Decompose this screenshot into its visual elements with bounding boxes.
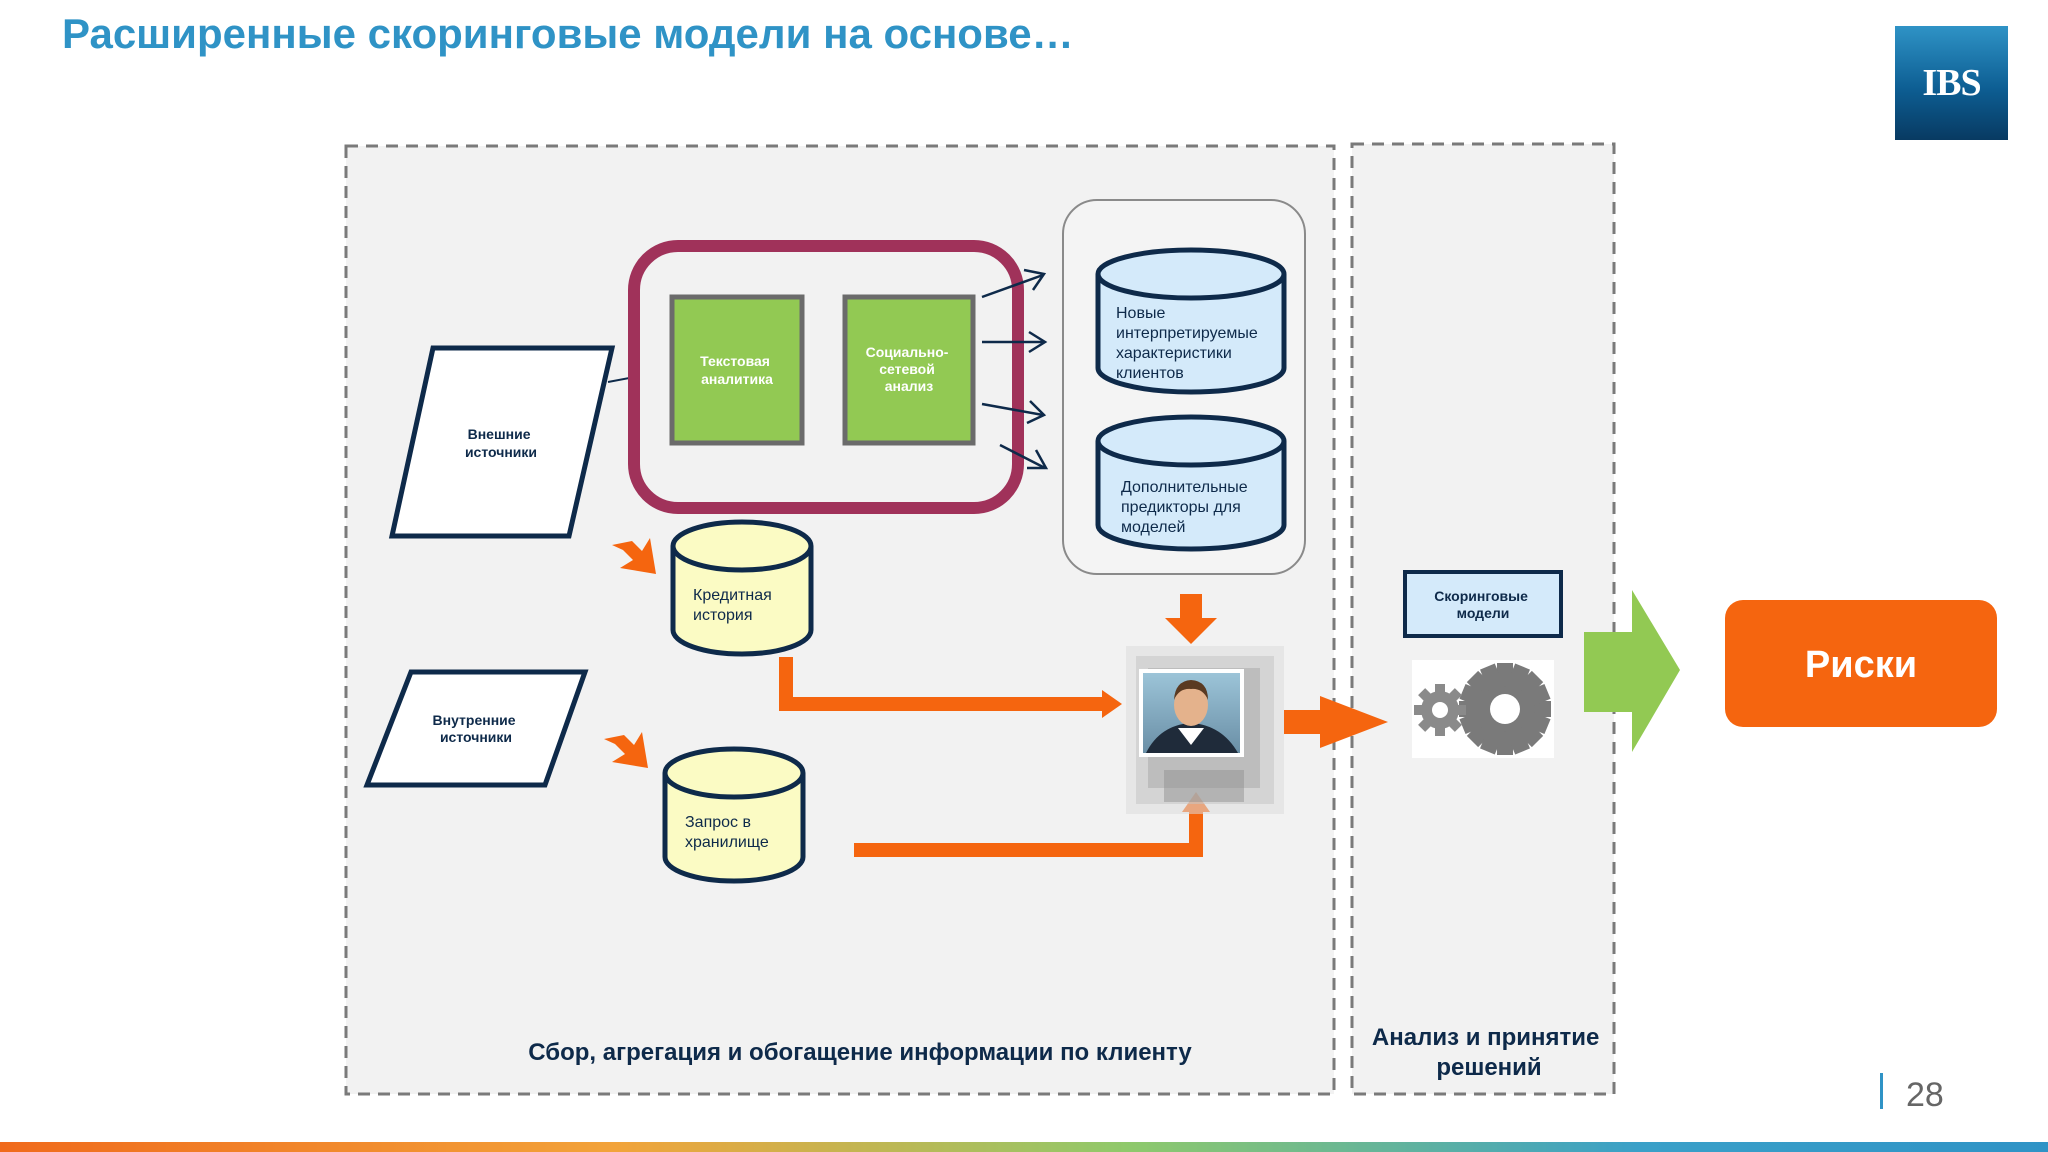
external-sources-line2: источники: [465, 444, 537, 460]
svg-text:Скоринговые модели: Скоринговые модели: [1434, 588, 1532, 621]
svg-text:Дополнительные предиктор: Дополнительные предикторы для моделей: [1121, 479, 1252, 536]
orange-arrow-internal-to-warehouse: [604, 732, 648, 768]
orange-arrowhead-credit: [1102, 690, 1122, 718]
risks-box: Риски: [1725, 600, 1997, 727]
orange-arrow-warehouse-to-client: [854, 808, 1203, 857]
gears-icon: [1412, 660, 1554, 758]
page-number: 28: [1906, 1076, 1944, 1114]
person-photo-icon: [1139, 669, 1244, 757]
orange-arrow-client-to-gears: [1284, 696, 1388, 748]
analytics-to-db-arrows: [981, 268, 1049, 470]
svg-text:Внешние источники: Внешние источники: [465, 426, 537, 460]
green-arrow-to-risks: [1584, 590, 1680, 752]
db-new-features-line2: интерпретируемые: [1116, 325, 1258, 342]
svg-text:Кредитная история: Кредитная история: [693, 587, 776, 624]
ibs-logo: IBS: [1895, 26, 2008, 140]
db-extra-predictors-line1: Дополнительные: [1121, 479, 1248, 496]
svg-text:Запрос в хранилище: Запрос в хранилище: [685, 814, 769, 851]
text-analytics-line2: аналитика: [701, 371, 773, 387]
logo-text: IBS: [1922, 62, 1981, 104]
analysis-section-caption-line2: решений: [1436, 1054, 1541, 1081]
scoring-models-box: Скоринговые модели: [1403, 570, 1563, 638]
svg-text:Текстовая аналитика: Текстовая аналитика: [700, 353, 774, 387]
db-new-features-line3: характеристики: [1116, 345, 1232, 362]
db-extra-predictors: Дополнительные предикторы для моделей: [1095, 414, 1287, 552]
scoring-models-line1: Скоринговые: [1434, 588, 1528, 604]
client-photo-area: [1126, 646, 1284, 814]
db-credit-history-line1: Кредитная: [693, 587, 772, 604]
svg-text:Анализ и принятие решений: Анализ и принятие решений: [1372, 1024, 1606, 1081]
db-new-features-line4: клиентов: [1116, 365, 1184, 382]
internal-sources-line2: источники: [440, 729, 512, 745]
db-new-features-line1: Новые: [1116, 305, 1165, 322]
text-analytics-line1: Текстовая: [700, 353, 770, 369]
internal-sources-line1: Внутренние: [433, 712, 516, 728]
footer-color-bar: [0, 1142, 2048, 1152]
db-extra-predictors-line3: моделей: [1121, 519, 1185, 536]
social-analysis-line3: анализ: [885, 378, 934, 394]
svg-text:Внутренние источники: Внутренние источники: [433, 712, 520, 745]
orange-arrow-external-to-credit: [612, 538, 656, 574]
db-extra-predictors-line2: предикторы для: [1121, 499, 1241, 516]
social-analysis-line1: Социально-: [866, 344, 949, 360]
page-number-separator: [1880, 1073, 1883, 1109]
collect-section-caption: Сбор, агрегация и обогащение информации …: [528, 1039, 1192, 1066]
slide-title: Расширенные скоринговые модели на основе…: [62, 10, 1074, 57]
social-analysis-box: Социально- сетевой анализ: [842, 294, 976, 446]
scoring-models-line2: модели: [1457, 605, 1510, 621]
db-credit-history-line2: история: [693, 607, 752, 624]
external-sources-line1: Внешние: [468, 426, 531, 442]
svg-text:Новые интерпретируемые: Новые интерпретируемые характеристики кл…: [1116, 305, 1262, 382]
risks-label: Риски: [1805, 644, 1917, 686]
db-warehouse-query: Запрос в хранилище: [662, 746, 806, 884]
orange-arrow-credit-to-client: [779, 657, 1105, 711]
internal-sources-shape: Внутренние источники: [363, 669, 589, 788]
external-sources-shape: Внешние источники: [388, 345, 616, 539]
social-analysis-line2: сетевой: [879, 361, 935, 377]
text-analytics-box: Текстовая аналитика: [669, 294, 805, 446]
db-new-features: Новые интерпретируемые характеристики кл…: [1095, 247, 1287, 395]
db-warehouse-query-line2: хранилище: [685, 834, 769, 851]
db-credit-history: Кредитная история: [670, 519, 814, 657]
analysis-section-caption-line1: Анализ и принятие: [1372, 1024, 1599, 1051]
svg-text:Социально- сетевой: Социально- сетевой анализ: [866, 344, 953, 394]
orange-arrow-db-to-client: [1165, 594, 1217, 644]
db-warehouse-query-line1: Запрос в: [685, 814, 751, 831]
